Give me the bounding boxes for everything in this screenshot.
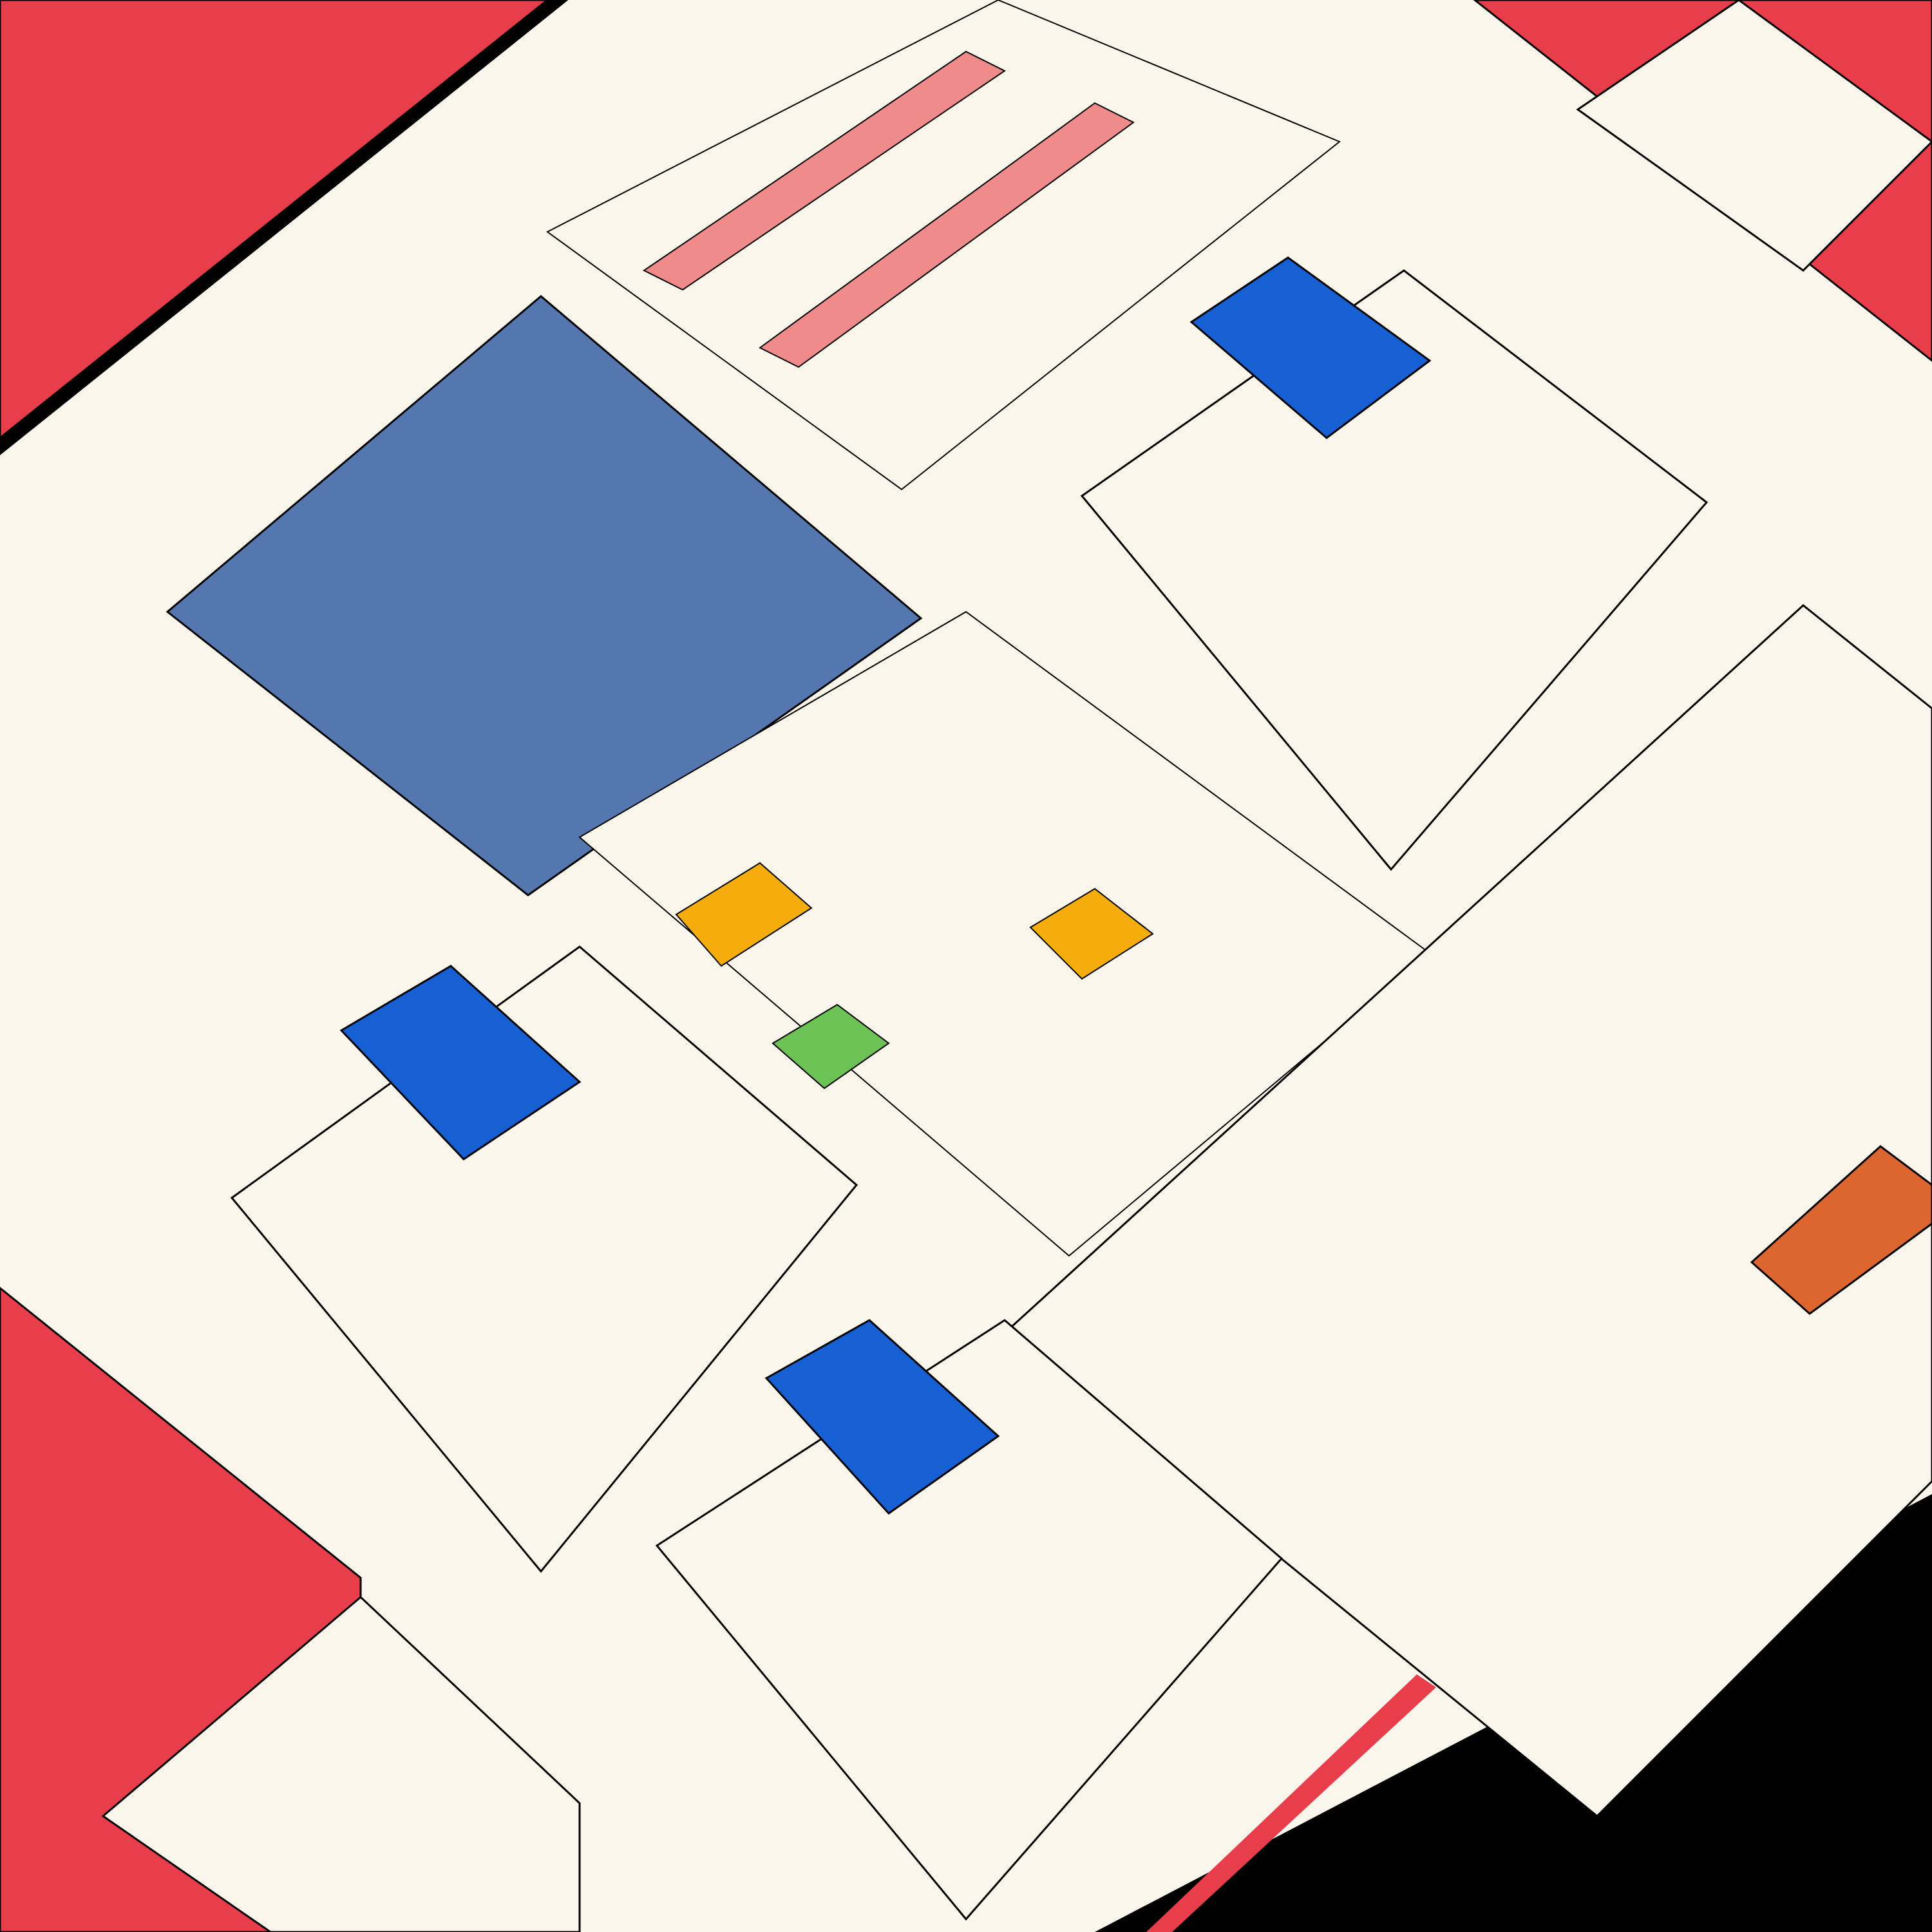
pink-striped-block-top	[546, 0, 1341, 491]
module-middle-left	[230, 945, 858, 1573]
module-top-right	[1080, 256, 1709, 871]
module-bottom-center	[655, 1319, 1283, 1921]
yellow-green-chip-cluster	[578, 611, 1431, 1257]
red-stack-top-left	[0, 0, 569, 455]
red-stack-bottom-left	[0, 1287, 581, 1932]
blue-circuit-grid	[166, 295, 923, 896]
red-stack-top-right	[1473, 0, 1932, 362]
orange-cell	[1750, 1145, 1932, 1315]
big-outline-slab-right	[1003, 604, 1932, 1818]
